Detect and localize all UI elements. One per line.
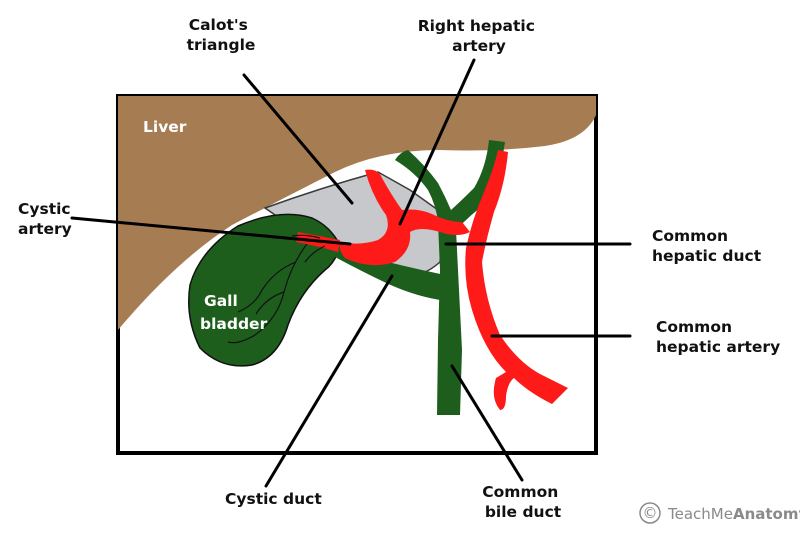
label-calots-triangle: Calot's triangle bbox=[187, 16, 256, 54]
leader-calots-triangle bbox=[242, 73, 354, 205]
label-cystic-duct: Cystic duct bbox=[225, 490, 322, 508]
leader-cystic-artery bbox=[70, 216, 352, 246]
label-liver: Liver bbox=[143, 118, 187, 136]
teachmeanatomy-watermark: © TeachMeAnatomy bbox=[639, 502, 800, 524]
cystic-artery-branches bbox=[291, 234, 326, 263]
copyright-symbol: © bbox=[643, 504, 658, 522]
common-hepatic-artery-shape bbox=[465, 150, 568, 410]
right-hepatic-artery-shape bbox=[339, 169, 470, 266]
liver-shape bbox=[118, 96, 596, 330]
copyright-icon bbox=[639, 502, 661, 524]
gall-bladder-shape bbox=[188, 213, 341, 367]
leader-cystic-duct bbox=[264, 274, 394, 488]
gall-bladder-vessels bbox=[227, 239, 311, 344]
watermark-brand: TeachMeAnatomy bbox=[667, 505, 800, 523]
label-common-bile-duct: Common bile duct bbox=[482, 483, 563, 521]
label-common-hepatic-duct: Common hepatic duct bbox=[652, 227, 762, 265]
label-gall-bladder: Gall bladder bbox=[200, 292, 268, 333]
label-cystic-artery: Cystic artery bbox=[18, 200, 76, 238]
leader-right-hepatic-artery bbox=[398, 58, 476, 226]
leader-common-bile-duct bbox=[450, 364, 524, 482]
label-common-hepatic-artery: Common hepatic artery bbox=[656, 318, 780, 356]
label-right-hepatic-artery: Right hepatic artery bbox=[418, 17, 541, 55]
